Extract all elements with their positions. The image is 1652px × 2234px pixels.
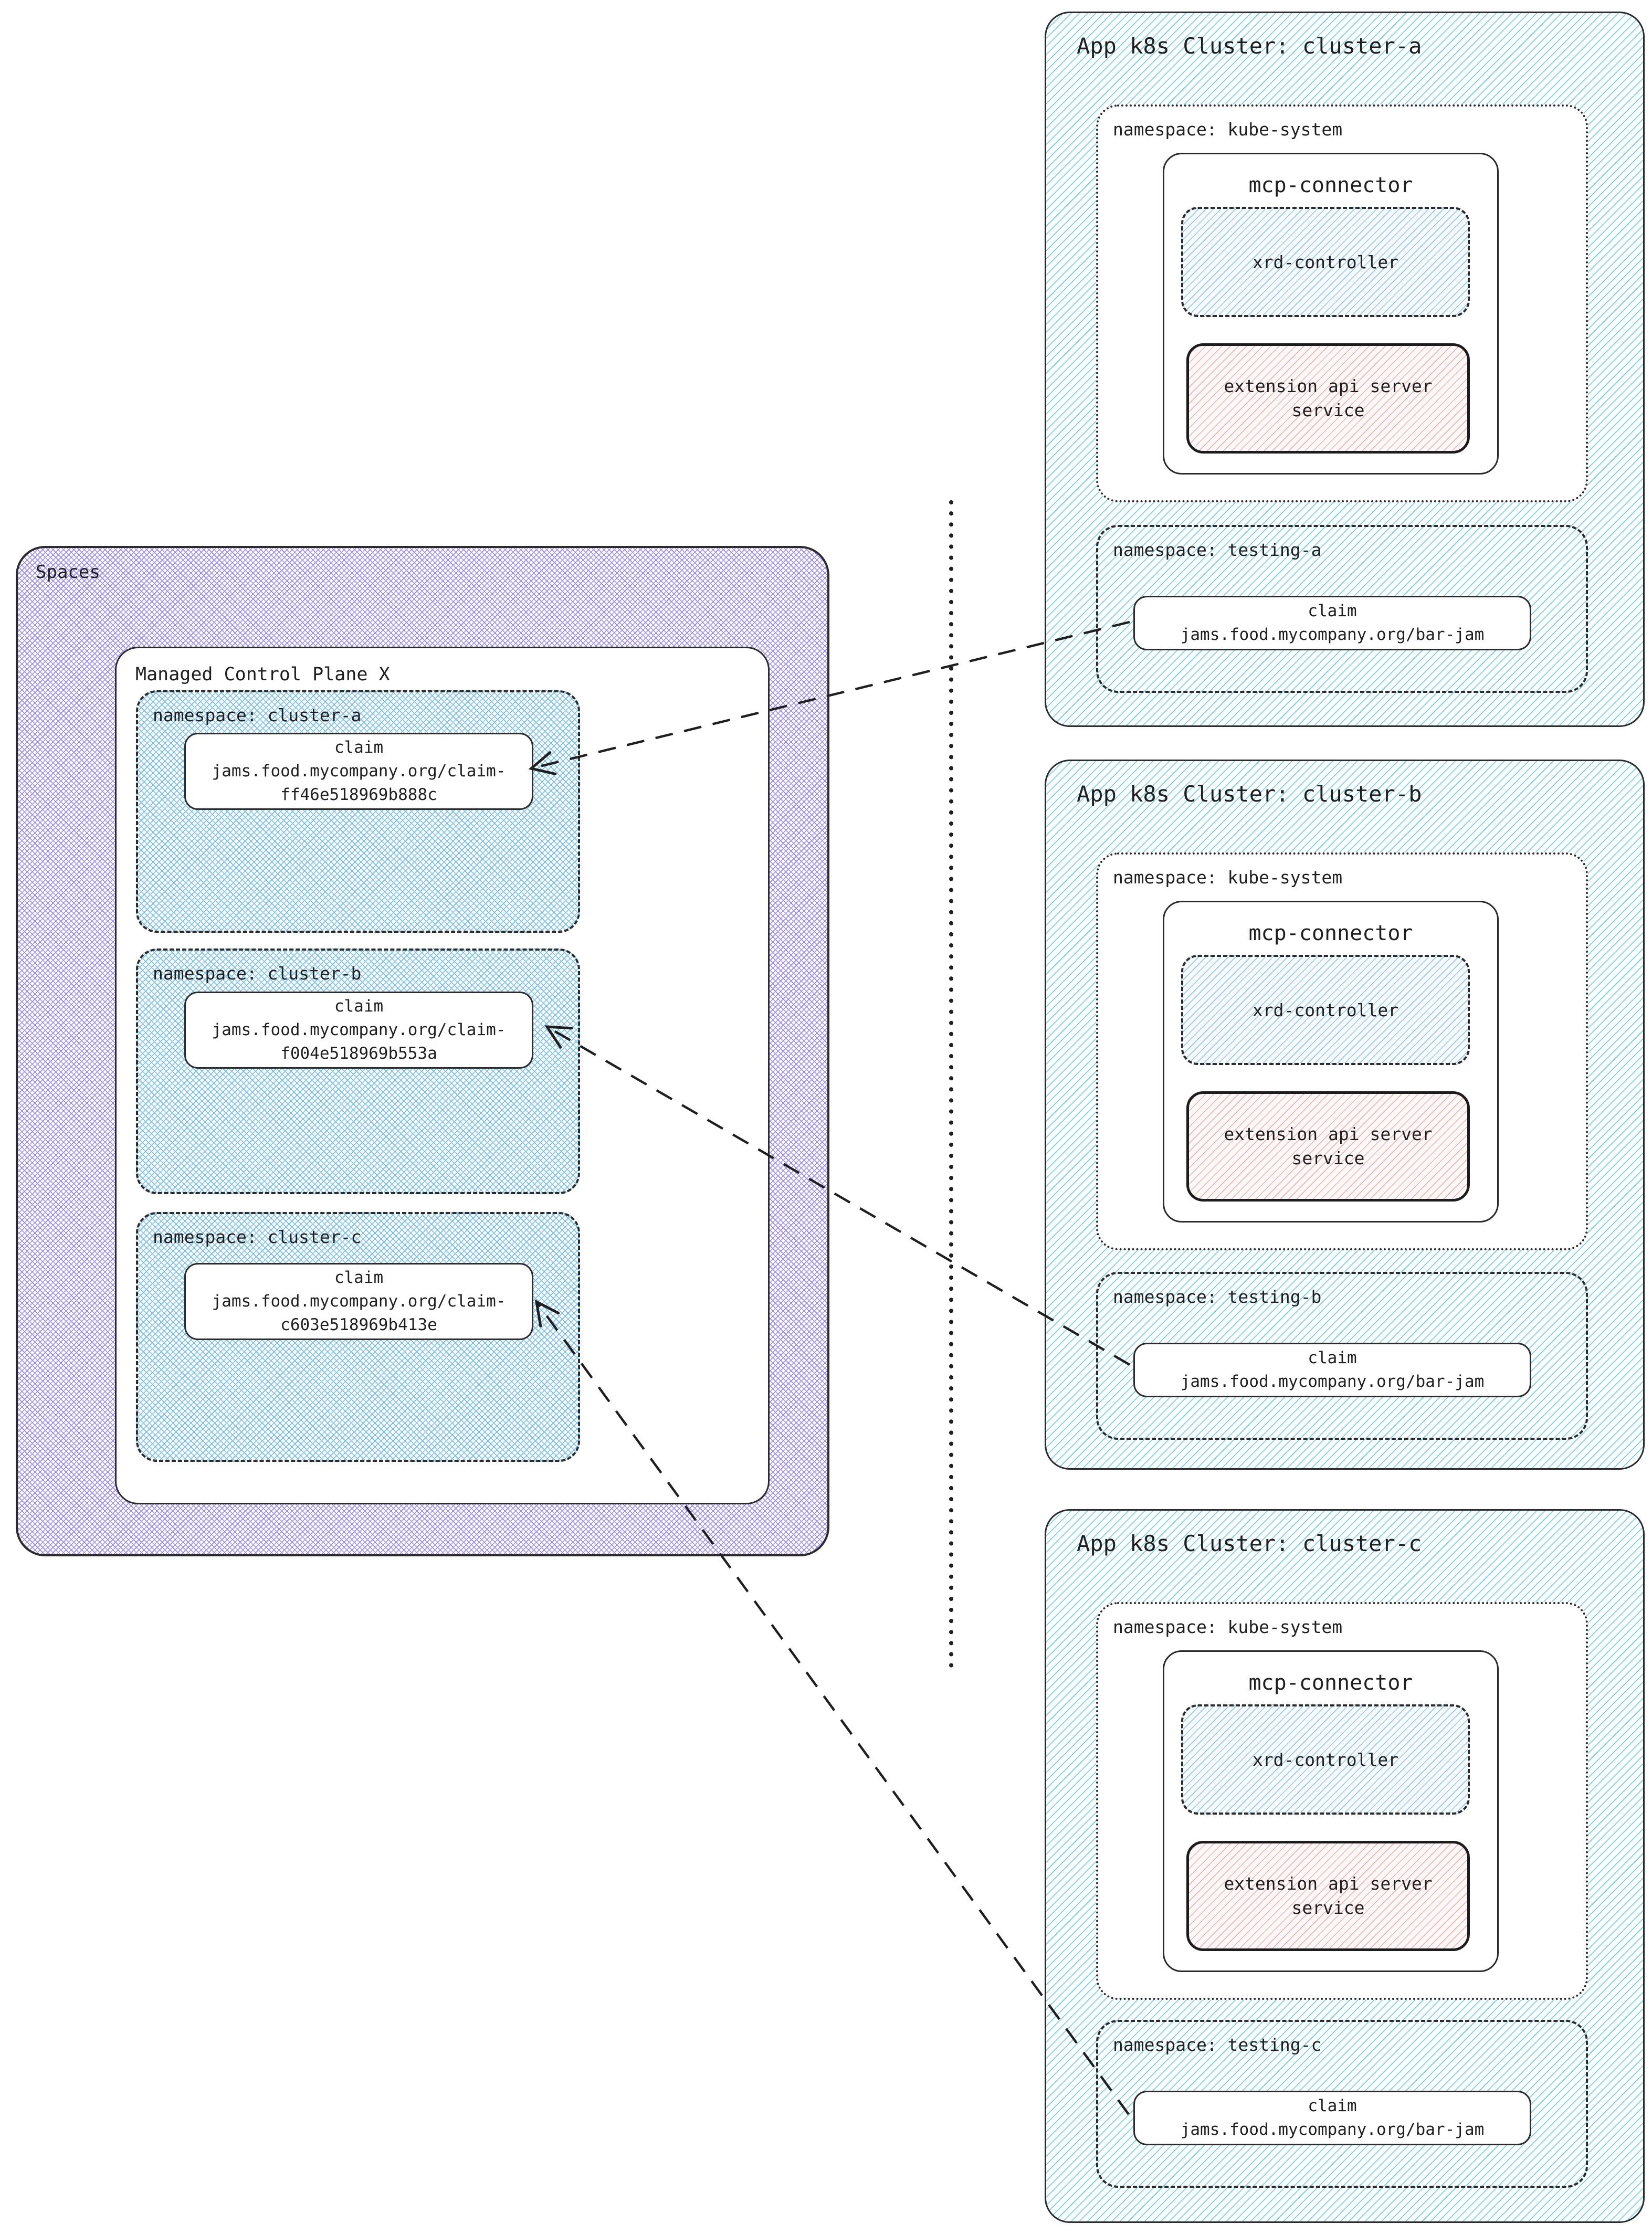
namespace-label: namespace: testing-b	[1113, 1287, 1322, 1307]
claim-title: claim	[334, 1268, 384, 1288]
extension-api-server-service-label: extension api server service	[1224, 375, 1433, 420]
xrd-controller-box: xrd-controller	[1181, 1704, 1470, 1815]
namespace-cluster-c-box: namespace: cluster-c claim jams.food.myc…	[136, 1212, 580, 1462]
namespace-kube-system-box: namespace: kube-system mcp-connector xrd…	[1096, 852, 1588, 1250]
namespace-kube-system-box: namespace: kube-system mcp-connector xrd…	[1096, 1602, 1588, 2000]
claim-cluster-b-box: claim jams.food.mycompany.org/claim- f00…	[184, 992, 533, 1069]
claim-bar-jam-box: claim jams.food.mycompany.org/bar-jam	[1133, 596, 1531, 650]
claim-name: jams.food.mycompany.org/claim- f004e5189…	[212, 1020, 506, 1063]
claim-bar-jam-box: claim jams.food.mycompany.org/bar-jam	[1133, 2091, 1531, 2145]
namespace-label: namespace: kube-system	[1113, 867, 1343, 888]
claim-title: claim	[1308, 1348, 1357, 1368]
mcp-connector-box: mcp-connector xrd-controller extension a…	[1163, 901, 1499, 1223]
cluster-title: App k8s Cluster: cluster-b	[1077, 781, 1422, 807]
namespace-testing-a-box: namespace: testing-a claim jams.food.myc…	[1096, 525, 1588, 693]
namespace-label: namespace: kube-system	[1113, 119, 1343, 140]
managed-control-plane-box: Managed Control Plane X namespace: clust…	[115, 647, 770, 1504]
cluster-a-group: App k8s Cluster: cluster-a namespace: ku…	[1045, 12, 1645, 727]
namespace-label: namespace: testing-a	[1113, 540, 1322, 560]
xrd-controller-box: xrd-controller	[1181, 955, 1470, 1065]
namespace-label: namespace: kube-system	[1113, 1617, 1343, 1637]
spaces-label: Spaces	[36, 562, 100, 583]
claim-bar-jam-box: claim jams.food.mycompany.org/bar-jam	[1133, 1343, 1531, 1397]
managed-control-plane-title: Managed Control Plane X	[135, 664, 390, 685]
claim-name: jams.food.mycompany.org/claim- c603e5189…	[212, 1292, 506, 1334]
claim-title: claim	[334, 738, 384, 757]
claim-name: jams.food.mycompany.org/bar-jam	[1180, 2120, 1485, 2139]
extension-api-server-service-box: extension api server service	[1186, 343, 1470, 454]
xrd-controller-label: xrd-controller	[1252, 251, 1399, 272]
mcp-connector-title: mcp-connector	[1248, 921, 1413, 945]
cluster-title: App k8s Cluster: cluster-c	[1077, 1531, 1422, 1556]
claim-name: jams.food.mycompany.org/bar-jam	[1180, 1372, 1485, 1391]
xrd-controller-label: xrd-controller	[1252, 1749, 1399, 1770]
namespace-kube-system-box: namespace: kube-system mcp-connector xrd…	[1096, 104, 1588, 502]
xrd-controller-box: xrd-controller	[1181, 207, 1470, 317]
namespace-label: namespace: testing-c	[1113, 2035, 1322, 2055]
namespace-testing-c-box: namespace: testing-c claim jams.food.myc…	[1096, 2020, 1588, 2188]
claim-cluster-a-box: claim jams.food.mycompany.org/claim- ff4…	[184, 733, 533, 810]
claim-cluster-c-box: claim jams.food.mycompany.org/claim- c60…	[184, 1263, 533, 1340]
mcp-connector-box: mcp-connector xrd-controller extension a…	[1163, 153, 1499, 475]
cluster-title: App k8s Cluster: cluster-a	[1077, 33, 1422, 59]
extension-api-server-service-box: extension api server service	[1186, 1091, 1470, 1202]
mcp-connector-title: mcp-connector	[1248, 173, 1413, 197]
extension-api-server-service-box: extension api server service	[1186, 1841, 1470, 1951]
claim-title: claim	[1308, 2096, 1357, 2116]
xrd-controller-label: xrd-controller	[1252, 999, 1399, 1020]
namespace-cluster-b-box: namespace: cluster-b claim jams.food.myc…	[136, 949, 580, 1194]
mcp-connector-box: mcp-connector xrd-controller extension a…	[1163, 1650, 1499, 1972]
namespace-label: namespace: cluster-b	[153, 963, 362, 984]
cluster-c-group: App k8s Cluster: cluster-c namespace: ku…	[1045, 1509, 1645, 2223]
namespace-cluster-a-box: namespace: cluster-a claim jams.food.myc…	[136, 690, 580, 933]
extension-api-server-service-label: extension api server service	[1224, 1873, 1433, 1918]
spaces-group: Spaces Managed Control Plane X namespace…	[16, 546, 829, 1556]
claim-title: claim	[334, 997, 384, 1016]
claim-title: claim	[1308, 602, 1357, 621]
claim-name: jams.food.mycompany.org/bar-jam	[1180, 625, 1485, 644]
namespace-testing-b-box: namespace: testing-b claim jams.food.myc…	[1096, 1272, 1588, 1440]
extension-api-server-service-label: extension api server service	[1224, 1123, 1433, 1168]
namespace-label: namespace: cluster-c	[153, 1227, 362, 1247]
namespace-label: namespace: cluster-a	[153, 705, 362, 725]
cluster-b-group: App k8s Cluster: cluster-b namespace: ku…	[1045, 760, 1645, 1470]
claim-name: jams.food.mycompany.org/claim- ff46e5189…	[212, 762, 506, 804]
mcp-connector-title: mcp-connector	[1248, 1671, 1413, 1695]
